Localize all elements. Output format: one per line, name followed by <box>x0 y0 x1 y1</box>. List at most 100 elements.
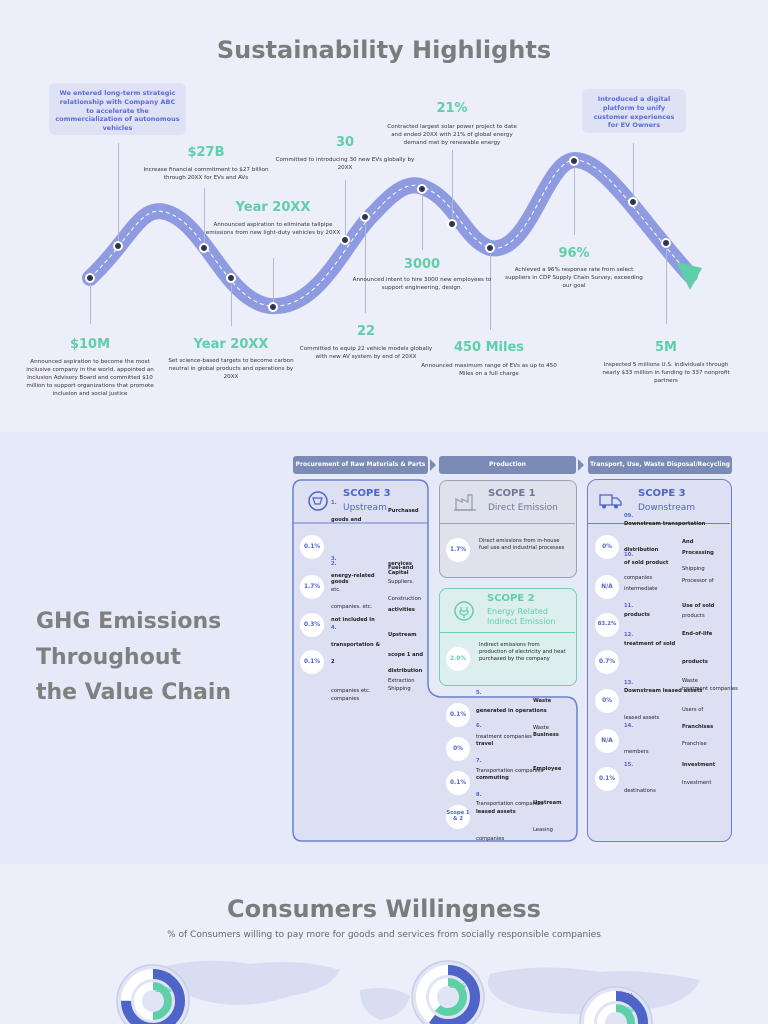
item-number: 1. <box>331 500 337 506</box>
ops-value: 0.1% <box>446 703 470 727</box>
item-label: Franchises <box>682 724 714 730</box>
upstream-value: 1.7% <box>300 575 324 599</box>
tick <box>345 180 346 235</box>
item-number: 11. <box>624 603 634 609</box>
item-number: 5. <box>476 690 482 696</box>
direct-emission-panel <box>439 480 577 578</box>
ops-value: 0.1% <box>446 771 470 795</box>
indirect-text: Indirect emissions from production of el… <box>479 642 566 662</box>
item-label: Fuel-and <box>388 565 414 571</box>
donut-3-outer-label: 55% <box>617 992 634 1000</box>
upstream-panel <box>292 479 578 842</box>
downstream-value: N/A <box>595 575 619 599</box>
item-label: End-of-life <box>682 631 713 637</box>
item-number: 10. <box>624 552 634 558</box>
truck-icon <box>599 494 622 509</box>
item-text: products <box>682 613 705 619</box>
item-number: 3. <box>331 556 337 562</box>
donut-1-outer-arc <box>121 969 185 1024</box>
donut-2-outer-arc <box>416 965 480 1024</box>
item-number: 14. <box>624 723 634 729</box>
upstream-sub: Upstream <box>343 503 387 513</box>
item-label: Upstream <box>533 800 562 806</box>
donut-2-inner-arc <box>429 978 467 1016</box>
donut-3-outer-arc <box>584 991 648 1024</box>
milestone-value: Year 20XX <box>193 337 269 352</box>
item-text: Investment <box>682 780 712 786</box>
item-number: 09. <box>624 513 634 519</box>
item-number: 2. <box>331 561 337 567</box>
item-text: companies <box>331 696 360 702</box>
donut-chart-1 <box>116 964 190 1024</box>
direct-value: 1.7% <box>446 538 470 562</box>
item-label: products <box>682 659 708 665</box>
factory-icon <box>454 494 476 511</box>
item-text: etc. <box>331 587 341 593</box>
indirect-sub-2: Indirect Emission <box>487 617 556 626</box>
item-label: Use of sold <box>682 603 715 609</box>
donut-2-outer-label: 60% <box>449 968 466 976</box>
item-label: Downstream leased assets <box>624 688 703 694</box>
milestone-text: Set science-based targets to become carb… <box>168 358 294 381</box>
item-number: 6. <box>476 723 482 729</box>
milestone-text: Increase financial commitment to $27 bil… <box>143 167 269 182</box>
item-label: Processing <box>682 550 714 556</box>
item-text: Waste <box>682 678 698 684</box>
milestone-text: Achieved a 96% response rate from select… <box>505 267 643 290</box>
item-label: 2 <box>331 659 335 665</box>
donut-1-inner-arc <box>134 982 172 1020</box>
milestone-value: 96% <box>558 246 590 261</box>
downstream-value: 83.2% <box>595 613 619 637</box>
milestone-value: Year 20XX <box>235 200 311 215</box>
upstream-value: 0.1% <box>300 535 324 559</box>
phase-production: Production <box>439 456 576 474</box>
milestone-text: Committed to introducing 30 new EVs glob… <box>275 157 415 172</box>
item-label: treatment of sold <box>624 641 676 647</box>
item-text: Construction <box>388 596 422 602</box>
indirect-sub-1: Energy Related <box>487 607 548 616</box>
item-label: services <box>388 561 413 567</box>
downstream-value: 0.7% <box>595 650 619 674</box>
tick <box>452 150 453 218</box>
item-label: travel <box>476 741 494 747</box>
ghg-title: GHG Emissions Throughout the Value Chain <box>36 604 231 711</box>
donut-2-inner-label: 62% <box>449 982 466 990</box>
tick <box>365 223 366 313</box>
item-text: Extraction <box>388 678 415 684</box>
milestone-text: Announced intent to hire 3000 new employ… <box>352 277 492 292</box>
ops-value: Scope 1 & 2 <box>446 805 470 829</box>
item-text: Processor of <box>682 578 714 584</box>
item-text: Transportation companies <box>476 768 544 774</box>
item-number: 12. <box>624 632 634 638</box>
energy-plug-icon <box>454 601 474 621</box>
item-label: of sold product <box>624 560 669 566</box>
item-label: generated in operations <box>476 708 547 714</box>
consumers-title: Consumers Willingness <box>227 895 541 923</box>
milestone-text: Contracted largest solar power project t… <box>387 124 517 147</box>
downstream-value: 0% <box>595 689 619 713</box>
milestone-text: Announced aspiration to become the most … <box>26 359 154 398</box>
item-label: not included in <box>331 617 375 623</box>
milestone-value: 3000 <box>403 257 441 272</box>
phase-transport: Transport, Use, Waste Disposal/Recycling <box>588 456 732 474</box>
road-path <box>82 151 702 315</box>
item-label: energy-related <box>331 573 375 579</box>
callout-right: Introduced a digital platform to unify c… <box>582 89 686 133</box>
ghg-title-line: GHG Emissions <box>36 609 222 634</box>
upstream-value: 0.3% <box>300 613 324 637</box>
item-text: Transportation companies <box>476 801 544 807</box>
direct-text: Direct emissions from in-house fuel use … <box>479 538 565 551</box>
item-label: products <box>624 612 650 618</box>
upstream-value: 0.1% <box>300 650 324 674</box>
item-label: Employee <box>533 766 562 772</box>
item-number: 13. <box>624 680 634 686</box>
recycle-cart-icon <box>308 491 328 511</box>
item-text: Leasing <box>533 827 553 833</box>
item-label: transportation & <box>331 642 380 648</box>
donut-1-inner-label: 50% <box>155 986 172 994</box>
tick <box>273 258 274 302</box>
item-text: companies etc. <box>331 688 371 694</box>
item-number: 8. <box>476 792 482 798</box>
item-label: Business <box>533 732 559 738</box>
item-label: commuting <box>476 775 509 781</box>
